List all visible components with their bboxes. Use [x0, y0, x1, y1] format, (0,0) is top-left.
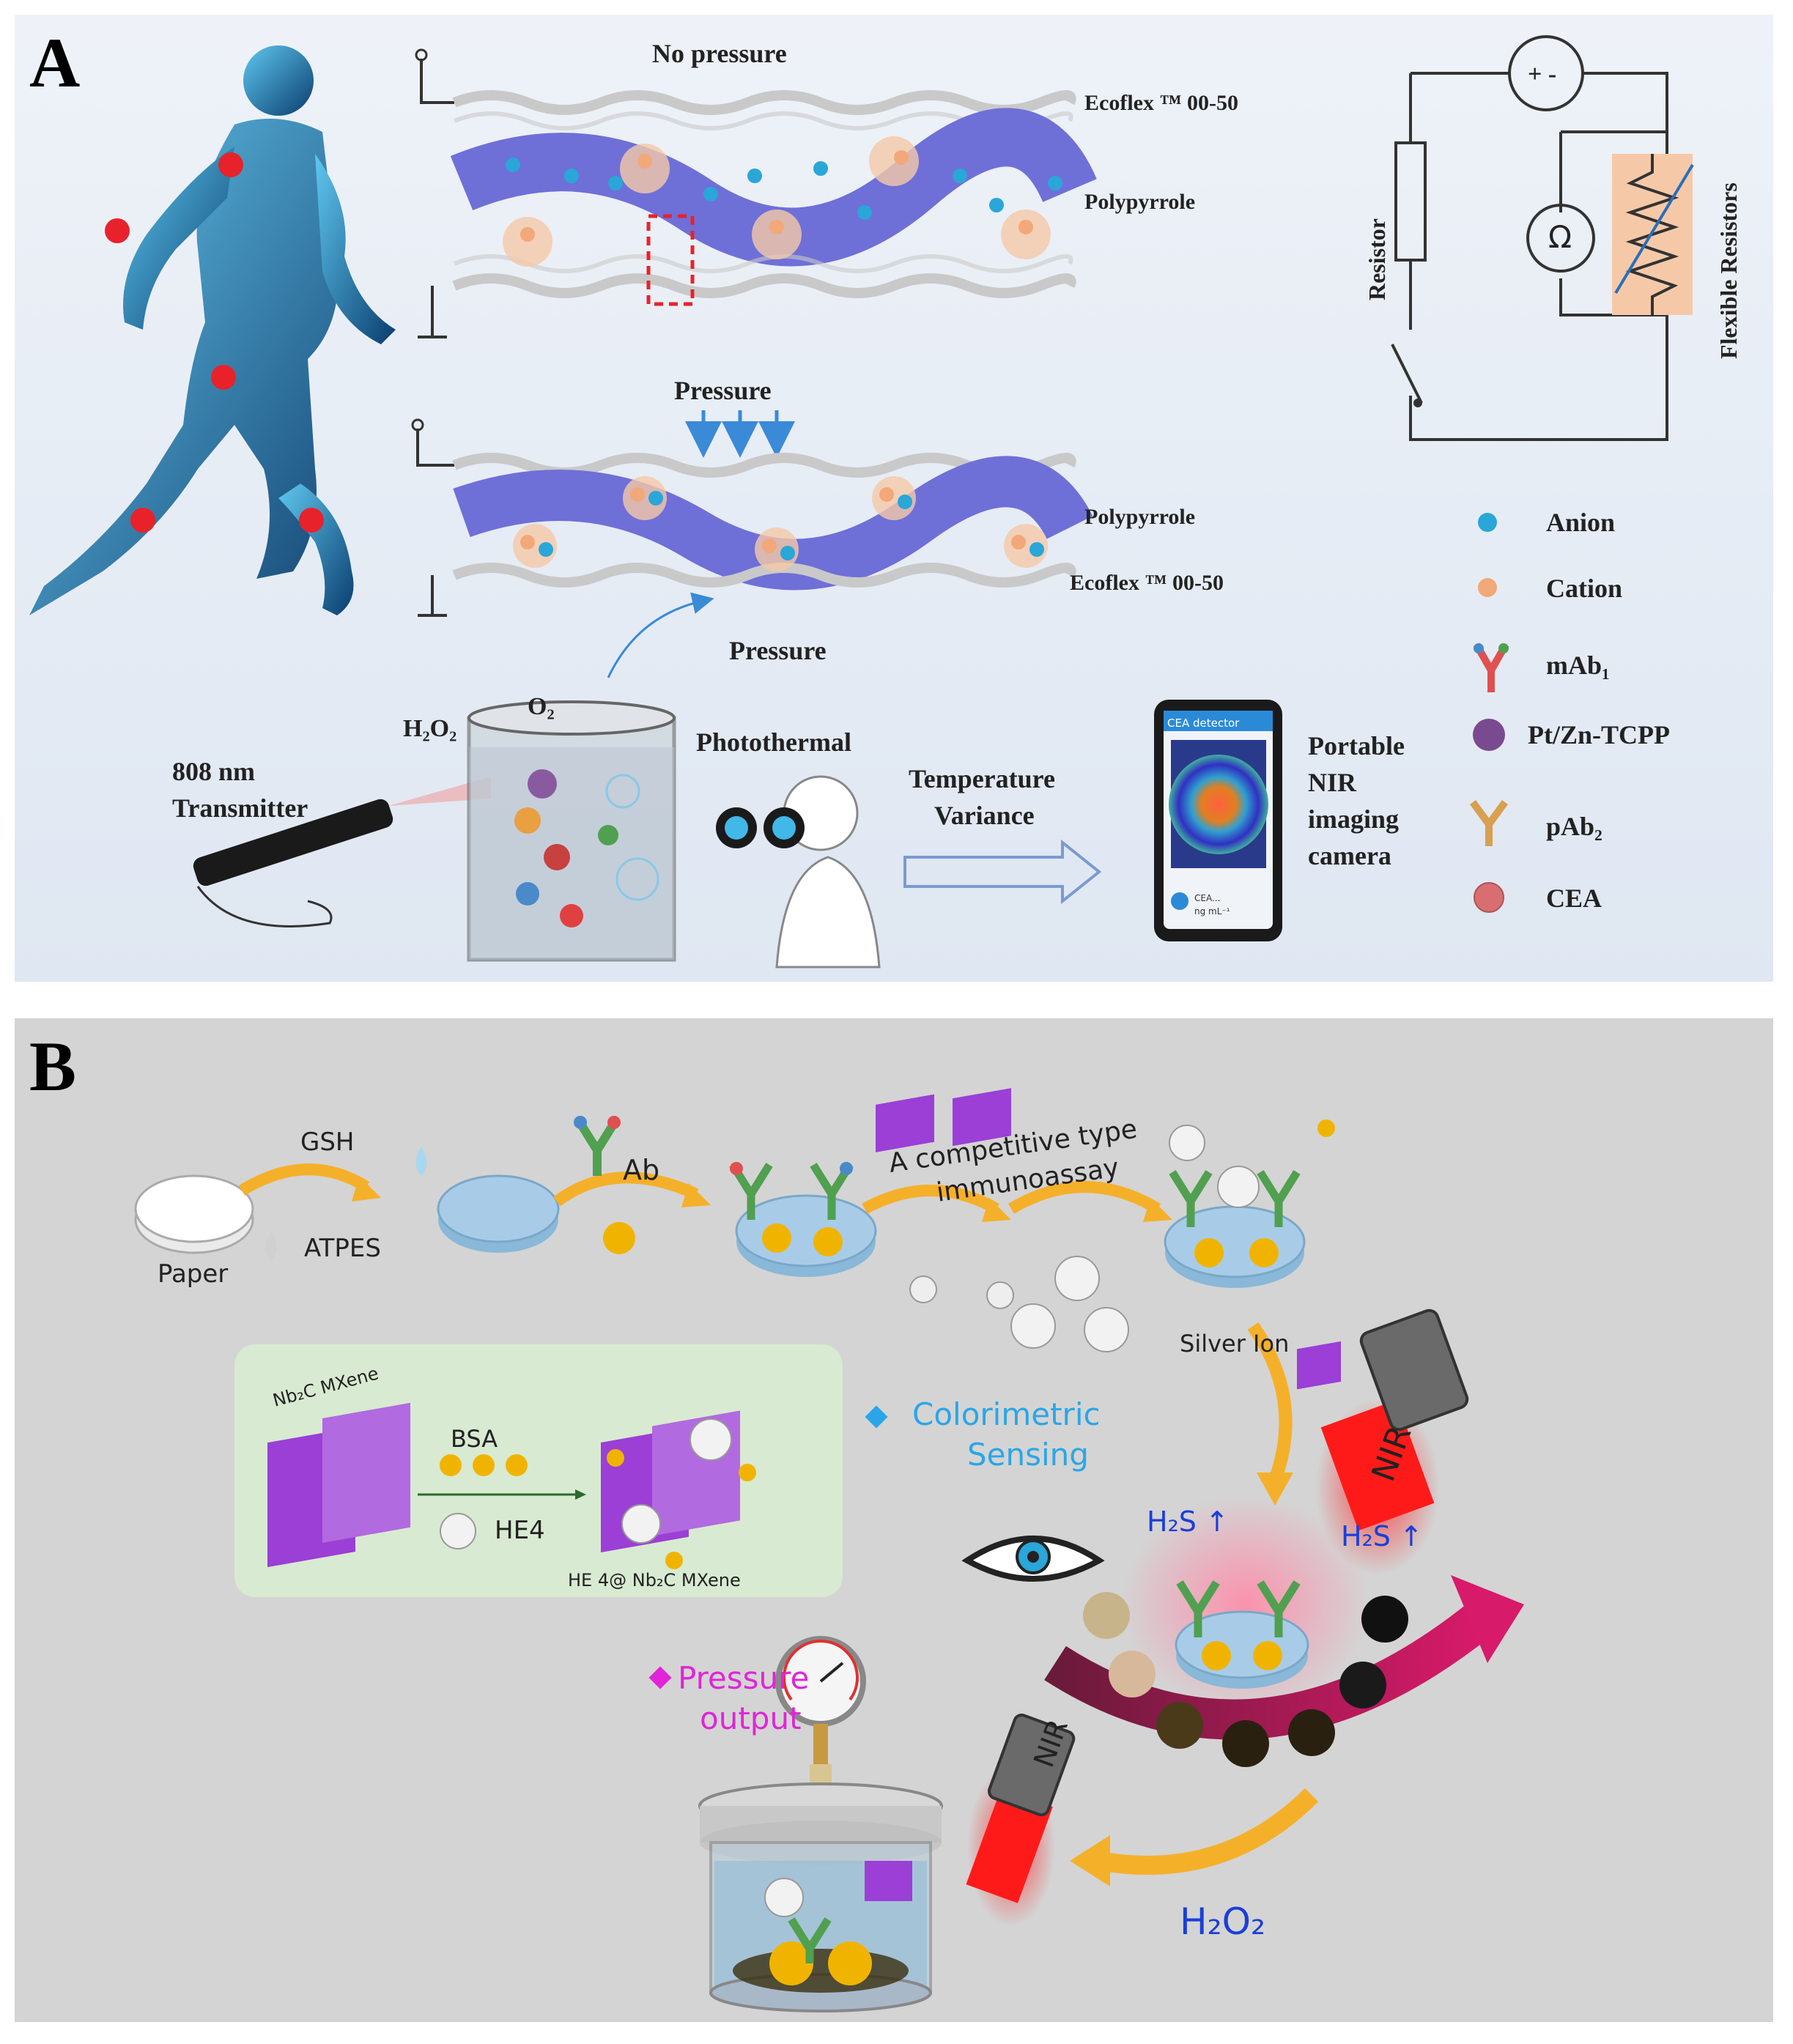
pressure-output-line1: Pressure — [678, 1660, 809, 1696]
pab2-icon — [1469, 800, 1509, 846]
competitive-binding-disk — [1164, 1119, 1335, 1288]
camera-line4: camera — [1308, 841, 1391, 870]
camera-line3: imaging — [1308, 804, 1399, 834]
cea-icon — [1474, 882, 1504, 913]
panel-label-b: B — [29, 1027, 77, 1106]
cation-icon — [1478, 578, 1497, 597]
arrow-h2o2 — [1097, 1788, 1319, 1875]
legend-cea-label: CEA — [1546, 884, 1602, 913]
ptzn-tcpp-icon — [1473, 719, 1505, 751]
pressure-output-line2: output — [700, 1700, 802, 1736]
gsh-droplet-icon — [415, 1147, 427, 1176]
panel-b: B — [15, 1018, 1773, 2022]
nir-lamp-top — [1315, 1308, 1469, 1575]
color-progression-arrow — [1044, 1603, 1493, 1740]
paper-label: Paper — [158, 1259, 228, 1289]
legend-icons — [1469, 513, 1509, 913]
panel-a-canvas: No pressure Ecoflex ™ 00-50 Polypyrrole … — [29, 35, 1742, 969]
temperature-line1: Temperature — [909, 764, 1055, 793]
he4-label: HE4 — [495, 1516, 545, 1545]
joint-hip-marker — [211, 365, 236, 390]
panel-b-canvas: GSH ATPES Paper Ab A competitive type im… — [134, 1088, 1524, 2012]
eye-icon — [961, 1536, 1105, 1582]
panel-label-a: A — [29, 23, 81, 102]
power-source-label: + - — [1528, 61, 1556, 88]
sealed-reaction-jar — [698, 1782, 943, 2012]
colorimetric-line2: Sensing — [967, 1437, 1089, 1473]
mxene-synthesis-box — [234, 1344, 843, 1597]
h2s-left-label: H₂S ↑ — [1147, 1506, 1229, 1538]
competitor-particles — [876, 1088, 1129, 1352]
arrow-step1 — [238, 1163, 370, 1196]
colorimetric-line1: Colorimetric — [912, 1396, 1101, 1432]
laser-pointer — [193, 777, 491, 927]
joint-elbow-marker — [105, 218, 130, 243]
camera-line2: NIR — [1308, 768, 1357, 797]
phone-unit-text: ng mL⁻¹ — [1194, 906, 1230, 917]
polypyrrole-bottom-label: Polypyrrole — [1084, 505, 1195, 529]
legend-pab2-label: pAb₂ — [1546, 812, 1602, 841]
joint-shoulder-marker — [218, 152, 243, 177]
joint-knee-left-marker — [130, 508, 155, 533]
legend-ptzn-tcpp-label: Pt/Zn-TCPP — [1528, 720, 1670, 749]
panel-a: A — [15, 15, 1773, 982]
sensor-pressure — [411, 410, 1093, 678]
legend-anion-label: Anion — [1546, 508, 1615, 537]
o2-label: O₂ — [528, 693, 555, 720]
legend-cation-label: Cation — [1546, 574, 1622, 603]
detection-disk — [1175, 1341, 1341, 1689]
antibody-ab-icon — [574, 1116, 621, 1176]
pressure-top-label: Pressure — [674, 376, 772, 405]
pressure-mid-label: Pressure — [729, 636, 827, 665]
transmitter-line1: 808 nm — [172, 757, 255, 786]
color-scale-dots — [1083, 1592, 1408, 1767]
ab-label: Ab — [623, 1154, 659, 1186]
circuit-diagram — [1391, 35, 1694, 441]
colorimetric-bullet-icon — [865, 1405, 888, 1429]
paper-disk — [134, 1174, 254, 1254]
arrow-step2 — [553, 1171, 699, 1207]
bsa-label: BSA — [451, 1425, 498, 1453]
no-pressure-label: No pressure — [652, 39, 787, 68]
temperature-arrow — [903, 839, 1102, 905]
anion-icon — [1478, 513, 1497, 532]
arrow-step3a — [862, 1185, 999, 1215]
h2o2-label: H₂O₂ — [403, 715, 456, 742]
h2s-right-label: H₂S ↑ — [1341, 1520, 1423, 1552]
atpes-droplet-icon — [265, 1231, 277, 1260]
arrow-silver-ion — [1247, 1322, 1293, 1483]
polypyrrole-top-label: Polypyrrole — [1084, 190, 1195, 214]
ecoflex-top-label: Ecoflex ™ 00-50 — [1084, 91, 1238, 115]
running-human-figure — [29, 45, 396, 615]
sensor-no-pressure — [415, 48, 1097, 338]
silver-ion-label: Silver Ion — [1180, 1330, 1289, 1358]
arrow-step3b — [1008, 1181, 1161, 1214]
atpes-label: ATPES — [304, 1234, 381, 1263]
observer-with-binoculars — [716, 775, 881, 969]
joint-knee-right-marker — [299, 508, 324, 533]
functionalized-disk — [437, 1174, 560, 1253]
camera-line1: Portable — [1308, 731, 1405, 760]
gsh-label: GSH — [300, 1127, 355, 1157]
ohmmeter-symbol: Ω — [1548, 219, 1572, 255]
he4-nb2c-label: HE 4@ Nb₂C MXene — [568, 1570, 741, 1591]
transmitter-line2: Transmitter — [172, 793, 308, 823]
phone-header-text: CEA detector — [1167, 716, 1240, 730]
nir-lamp-bottom — [966, 1714, 1076, 1927]
antibody-coated-disk — [729, 1162, 877, 1277]
ecoflex-bottom-label: Ecoflex ™ 00-50 — [1070, 571, 1224, 595]
legend-mab1-label: mAb₁ — [1546, 651, 1610, 680]
mab1-icon — [1473, 643, 1509, 692]
gold-nanoparticle-icon — [603, 1222, 635, 1254]
photothermal-label: Photothermal — [696, 727, 851, 757]
temperature-line2: Variance — [934, 801, 1035, 830]
pressure-bullet-icon — [648, 1666, 672, 1689]
nir-camera-phone — [1154, 700, 1282, 941]
h2o2-label-b: H₂O₂ — [1180, 1900, 1265, 1943]
resistor-label: Resistor — [1364, 218, 1390, 300]
reaction-beaker — [467, 700, 676, 962]
phone-readout-text: CEA... — [1194, 893, 1220, 903]
flexible-resistors-label: Flexible Resistors — [1715, 182, 1742, 359]
